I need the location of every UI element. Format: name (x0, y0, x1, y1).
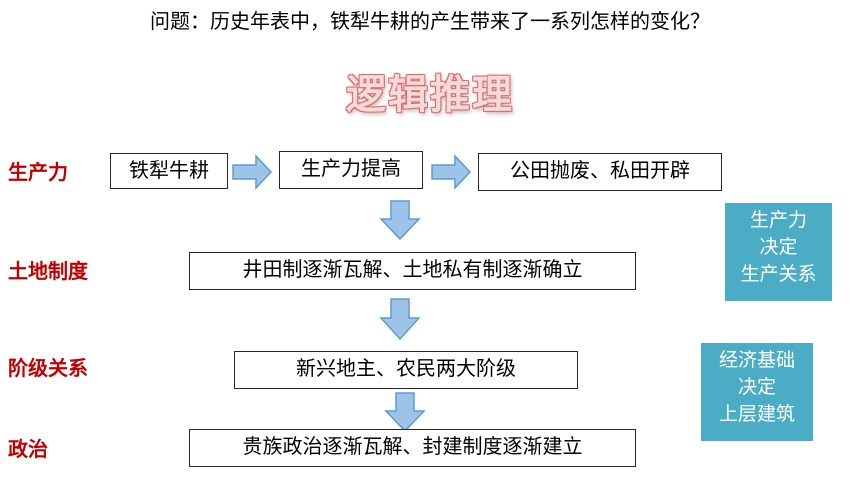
note2-line2: 决定 (737, 376, 776, 398)
arrow-down-3 (384, 392, 426, 433)
arrow-down-2 (379, 298, 421, 341)
arrow-down-1 (379, 200, 421, 241)
side-label-land: 土地制度 (8, 259, 88, 283)
box-classes: 新兴地主、农民两大阶级 (234, 351, 578, 389)
note1-line2: 决定 (759, 236, 798, 258)
arrow-right-2 (431, 154, 472, 190)
arrow-right-1 (232, 154, 273, 190)
side-label-productivity: 生产力 (8, 160, 68, 184)
box-fields: 公田抛废、私田开辟 (478, 153, 722, 191)
note1-line3: 生产关系 (740, 263, 817, 285)
question-text: 问题：历史年表中，铁犁牛耕的产生带来了一系列怎样的变化？ (150, 9, 710, 33)
side-label-class: 阶级关系 (8, 356, 88, 380)
note2-line3: 上层建筑 (718, 403, 795, 425)
box-land-system: 井田制逐渐瓦解、土地私有制逐渐确立 (189, 252, 636, 290)
side-label-politics: 政治 (8, 437, 48, 461)
box-political: 贵族政治逐渐瓦解、封建制度逐渐建立 (189, 429, 636, 467)
note1-line1: 生产力 (749, 209, 807, 231)
slide-title: 逻辑推理 (346, 72, 514, 118)
note-productivity-relations: 生产力 决定 生产关系 (725, 203, 832, 301)
note2-line1: 经济基础 (718, 349, 795, 371)
box-ox-plough: 铁犁牛耕 (110, 153, 228, 189)
note-base-superstructure: 经济基础 决定 上层建筑 (701, 343, 813, 441)
box-productivity-up: 生产力提高 (279, 151, 423, 189)
